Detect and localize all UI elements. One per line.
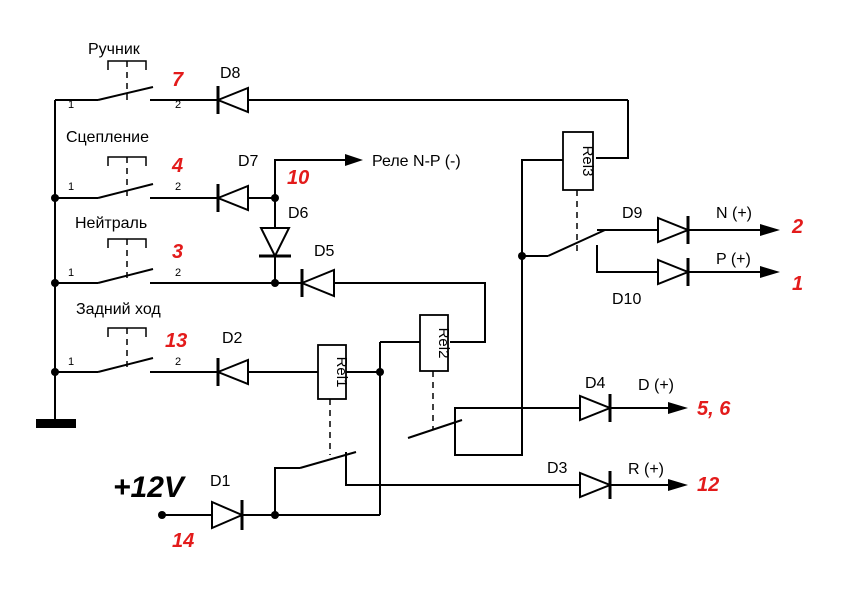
svg-text:1: 1: [68, 181, 74, 193]
svg-text:D8: D8: [220, 65, 241, 82]
svg-text:D7: D7: [238, 153, 259, 170]
relay-rel2: Rel2: [419, 314, 452, 430]
svg-text:2: 2: [175, 356, 181, 368]
terminal-2: 2: [791, 216, 803, 238]
svg-text:D1: D1: [210, 473, 231, 490]
switch-reverse: Задний ход 1 2 13: [68, 301, 198, 373]
switch-reverse-label: Задний ход: [76, 301, 161, 318]
svg-text:Rel1: Rel1: [333, 357, 350, 388]
supply-12v: +12V 14: [113, 471, 212, 552]
output-r: R (+): [628, 461, 664, 478]
diode-d4: D4 D (+) 5, 6: [579, 375, 731, 422]
svg-text:2: 2: [175, 267, 181, 279]
terminal-14: 14: [172, 530, 194, 552]
wire-relay-np: [274, 159, 345, 198]
diode-d5: D5: [278, 243, 335, 298]
output-n: N (+): [716, 205, 752, 222]
switch-handbrake-label: Ручник: [88, 41, 141, 58]
wire-rel3-contact: [454, 159, 563, 456]
output-p: P (+): [716, 251, 751, 268]
terminal-7: 7: [172, 69, 184, 91]
diode-d10: D10 P (+) 1: [612, 251, 803, 308]
terminal-10: 10: [287, 167, 309, 189]
terminal-13: 13: [165, 330, 187, 352]
svg-text:D6: D6: [288, 205, 309, 222]
svg-text:D3: D3: [547, 460, 568, 477]
relay-rel1: Rel1: [317, 344, 380, 455]
svg-text:2: 2: [175, 99, 181, 111]
ground-bus: [36, 99, 98, 428]
svg-text:1: 1: [68, 267, 74, 279]
diode-d3: D3 R (+) 12: [547, 460, 719, 499]
svg-text:Rel2: Rel2: [435, 328, 452, 359]
svg-text:D2: D2: [222, 330, 243, 347]
svg-text:1: 1: [68, 356, 74, 368]
switch-clutch: Сцепление 1 2 4: [66, 129, 198, 199]
diode-d1: D1: [210, 473, 380, 530]
svg-text:D9: D9: [622, 205, 643, 222]
output-d: D (+): [638, 377, 674, 394]
relay-rel3: Rel3: [562, 131, 596, 252]
svg-text:2: 2: [175, 181, 181, 193]
svg-text:1: 1: [68, 99, 74, 111]
diode-d6: D6: [259, 198, 309, 283]
diode-d7: D7: [198, 153, 275, 212]
switch-clutch-label: Сцепление: [66, 129, 149, 146]
diode-d9: D9 N (+) 2: [622, 205, 803, 244]
svg-text:D4: D4: [585, 375, 606, 392]
terminal-12: 12: [697, 474, 719, 496]
ground-symbol: [36, 419, 76, 428]
terminal-4: 4: [171, 155, 183, 177]
switch-neutral: Нейтраль 1 2 3: [68, 215, 278, 284]
arrow-relay-np: [345, 154, 363, 166]
contact-rel2: [407, 407, 580, 439]
contact-rel3: [522, 229, 658, 273]
wire-d8-rel3: [596, 100, 629, 159]
switch-neutral-label: Нейтраль: [75, 215, 147, 232]
wire-d5-rel2: [334, 282, 486, 343]
output-relay-np: Реле N-P (-): [372, 153, 461, 170]
diode-d8: D8: [198, 65, 628, 114]
terminal-3: 3: [172, 241, 183, 263]
switch-handbrake: Ручник 1 2 7: [68, 41, 198, 111]
contact-rel1: [274, 451, 580, 515]
svg-text:D10: D10: [612, 291, 641, 308]
supply-label: +12V: [113, 471, 187, 504]
diode-d2: D2: [198, 330, 318, 386]
terminal-5-6: 5, 6: [697, 398, 731, 420]
svg-text:Rel3: Rel3: [579, 146, 596, 177]
terminal-1: 1: [792, 273, 803, 295]
svg-text:D5: D5: [314, 243, 335, 260]
